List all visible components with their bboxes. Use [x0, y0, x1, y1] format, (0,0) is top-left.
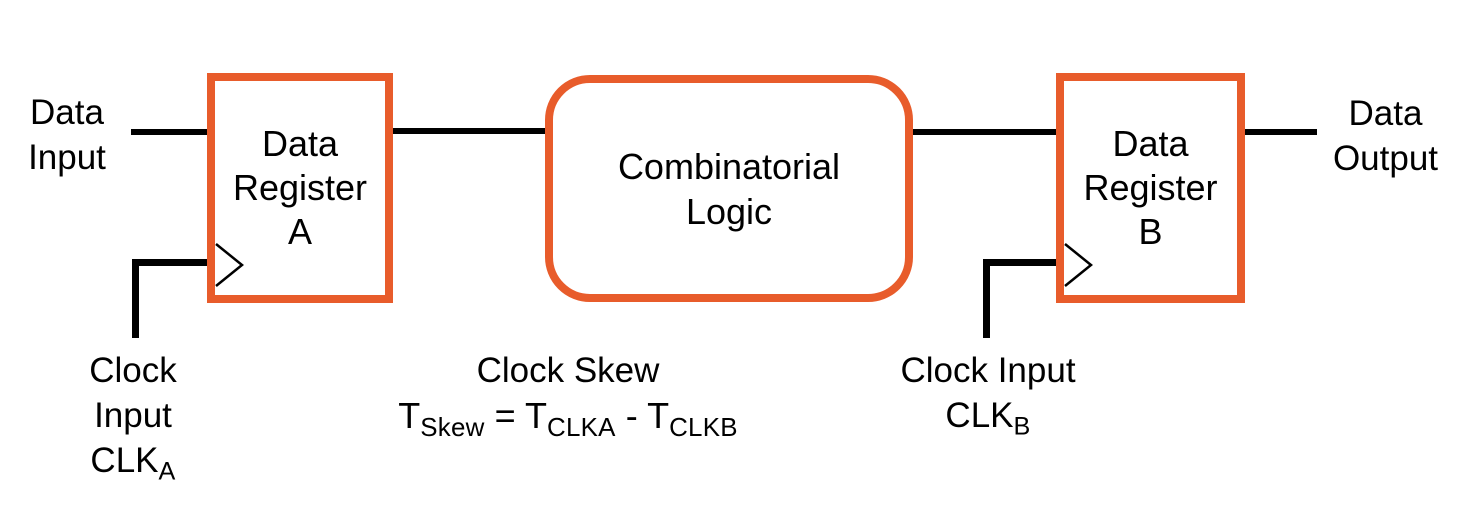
wire-clock-b-horizontal: [983, 259, 1058, 266]
formula-s3: CLKB: [669, 413, 738, 442]
combinatorial-line2: Logic: [685, 190, 773, 232]
wire-clock-a-horizontal: [132, 259, 209, 266]
clock-edge-icon: [1064, 243, 1093, 287]
formula-t2: T: [525, 395, 547, 436]
clock-skew-label: Clock Skew TSkew = TCLKA - TCLKB: [378, 348, 758, 451]
combinatorial-logic-box: Combinatorial Logic: [545, 75, 913, 302]
data-input-line2: Input: [28, 138, 106, 177]
wire-clock-b-vertical: [983, 259, 990, 338]
register-a-line3: A: [287, 211, 312, 252]
formula-t3: T: [647, 395, 670, 436]
formula-op2: -: [615, 395, 648, 436]
register-a-line2: Register: [232, 167, 368, 208]
register-a-label: Data Register A: [233, 122, 367, 254]
data-output-line2: Output: [1332, 139, 1439, 178]
clock-edge-icon: [215, 243, 244, 287]
clock-skew-title: Clock Skew: [476, 351, 660, 390]
clock-b-line1: Clock Input: [900, 351, 1076, 390]
register-b-line2: Register: [1083, 167, 1218, 208]
formula-s1: Skew: [420, 413, 485, 442]
clock-b-line2: CLKB: [888, 393, 1088, 450]
wire-clock-a-vertical: [132, 259, 139, 338]
clock-a-line3: CLKA: [43, 438, 223, 495]
register-b-line1: Data: [1112, 123, 1189, 164]
clock-a-subscript: A: [158, 457, 176, 486]
formula-t1: T: [398, 395, 421, 436]
clock-b-clk: CLK: [945, 396, 1014, 435]
wire-register-a-to-logic: [391, 128, 547, 134]
combinatorial-line1: Combinatorial: [617, 145, 841, 187]
clock-skew-formula: TSkew = TCLKA - TCLKB: [378, 393, 758, 451]
clock-a-clk: CLK: [90, 441, 159, 480]
clock-a-line2: Input: [94, 396, 172, 435]
wire-logic-to-register-b: [911, 129, 1058, 135]
clock-input-a-label: Clock Input CLKA: [43, 348, 223, 495]
combinatorial-logic-label: Combinatorial Logic: [618, 144, 840, 234]
wire-data-input: [131, 129, 209, 135]
formula-s2: CLKA: [547, 413, 616, 442]
data-output-label: Data Output: [1328, 91, 1443, 181]
data-input-label: Data Input: [12, 90, 122, 180]
register-a-box: Data Register A: [207, 73, 393, 303]
register-a-line1: Data: [261, 123, 339, 164]
data-output-line1: Data: [1348, 94, 1423, 133]
wire-data-output: [1243, 129, 1317, 135]
data-input-line1: Data: [30, 93, 104, 132]
clock-a-line1: Clock: [89, 351, 177, 390]
register-b-label: Data Register B: [1083, 122, 1217, 254]
register-b-box: Data Register B: [1056, 73, 1245, 303]
clock-input-b-label: Clock Input CLKB: [888, 348, 1088, 450]
register-b-line3: B: [1138, 211, 1163, 252]
clock-b-subscript: B: [1013, 412, 1031, 441]
formula-op1: =: [484, 395, 525, 436]
